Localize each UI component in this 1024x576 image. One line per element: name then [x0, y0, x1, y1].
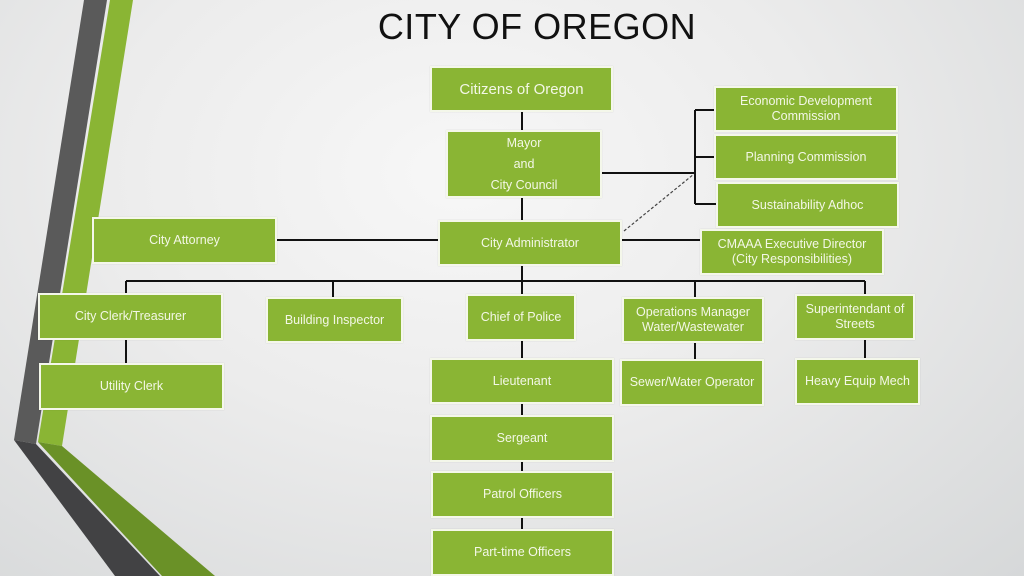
dark-stripe-lower — [14, 440, 160, 576]
node-utility-clerk: Utility Clerk — [39, 363, 224, 410]
node-planning-commission: Planning Commission — [714, 134, 898, 180]
node-citizens: Citizens of Oregon — [430, 66, 613, 112]
node-city-clerk: City Clerk/Treasurer — [38, 293, 223, 340]
node-patrol-officers: Patrol Officers — [431, 471, 614, 518]
node-sustainability: Sustainability Adhoc — [716, 182, 899, 228]
node-sergeant: Sergeant — [430, 415, 614, 462]
node-lieutenant: Lieutenant — [430, 358, 614, 404]
page-title: CITY OF OREGON — [377, 6, 697, 47]
node-operations-manager: Operations Manager Water/Wastewater — [622, 297, 764, 343]
node-sewer-operator: Sewer/Water Operator — [620, 359, 764, 406]
node-economic-development: Economic Development Commission — [714, 86, 898, 132]
green-stripe-lower — [38, 442, 215, 576]
node-superintendant-streets: Superintendant of Streets — [795, 294, 915, 340]
node-chief-police: Chief of Police — [466, 294, 576, 341]
node-building-inspector: Building Inspector — [266, 297, 403, 343]
node-city-attorney: City Attorney — [92, 217, 277, 264]
dark-stripe — [14, 0, 107, 444]
node-city-administrator: City Administrator — [438, 220, 622, 266]
node-cmaaa-director: CMAAA Executive Director (City Responsib… — [700, 229, 884, 275]
node-mayor-council: Mayor and City Council — [446, 130, 602, 198]
node-heavy-equip-mech: Heavy Equip Mech — [795, 358, 920, 405]
node-parttime-officers: Part-time Officers — [431, 529, 614, 576]
